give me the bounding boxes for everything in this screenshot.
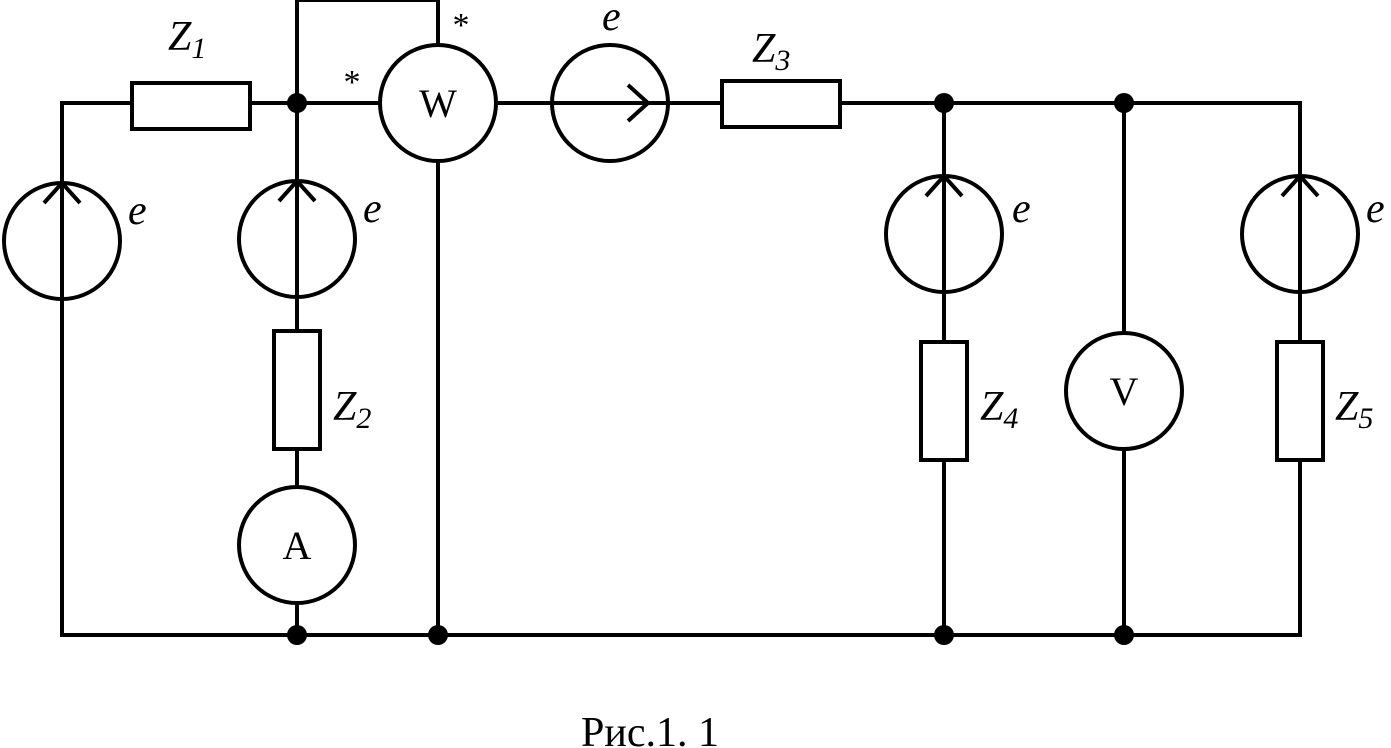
z4-label: Z4 (980, 384, 1018, 435)
wires (60, 0, 1302, 637)
emf-label-branch4: e (1012, 186, 1031, 232)
node (934, 93, 954, 113)
emf-label-left: e (128, 188, 147, 234)
node (287, 93, 307, 113)
z2-label: Z2 (333, 384, 371, 435)
emf-source-branch4 (884, 173, 1004, 294)
figure-caption: Рис.1. 1 (581, 710, 719, 748)
emf-label-branch5: e (1366, 186, 1385, 232)
wattmeter-label: W (419, 81, 457, 126)
node (428, 625, 448, 645)
z5-label: Z5 (1335, 384, 1373, 435)
z3-impedance (720, 79, 842, 129)
emf-label-top: e (602, 0, 621, 40)
emf-label-branch2: e (363, 186, 382, 232)
wattmeter-star-current: * (344, 64, 361, 101)
z1-label: Z1 (168, 14, 206, 65)
node (287, 625, 307, 645)
voltmeter-label: V (1110, 369, 1139, 414)
voltmeter: V (1064, 331, 1184, 451)
junction-nodes (287, 93, 1134, 645)
ammeter: A (237, 485, 357, 605)
emf-source-left (2, 180, 122, 301)
node (934, 625, 954, 645)
ammeter-label: A (283, 523, 312, 568)
z5-impedance (1275, 340, 1325, 462)
emf-source-branch2 (237, 178, 357, 299)
z1-impedance (130, 81, 252, 131)
wattmeter-star-voltage: * (453, 7, 470, 44)
wattmeter: W (378, 43, 498, 163)
z2-impedance (272, 329, 322, 451)
node (1114, 93, 1134, 113)
z3-label: Z3 (752, 26, 790, 77)
emf-source-top (550, 43, 670, 163)
emf-source-branch5 (1240, 173, 1360, 294)
z4-impedance (919, 340, 969, 462)
node (1114, 625, 1134, 645)
